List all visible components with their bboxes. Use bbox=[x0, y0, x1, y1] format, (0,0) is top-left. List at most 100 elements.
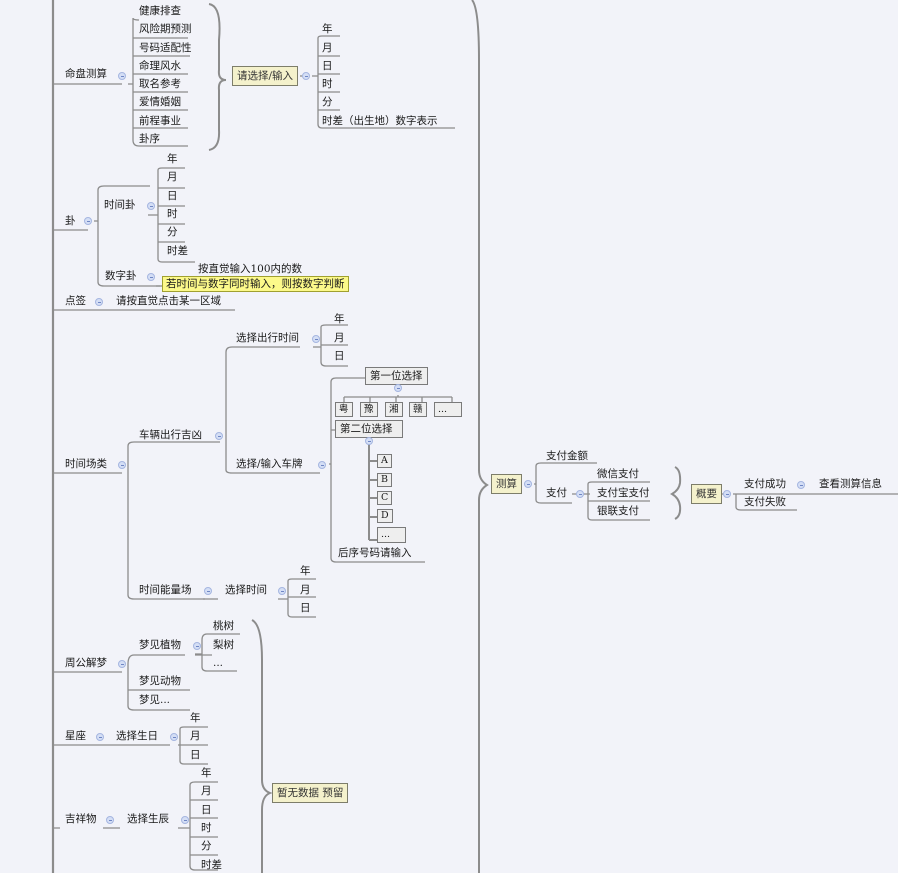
node-pay-amount[interactable]: 支付金额 bbox=[546, 450, 588, 462]
input-month[interactable]: 月 bbox=[322, 42, 333, 54]
pay-alipay[interactable]: 支付宝支付 bbox=[597, 487, 650, 499]
node-dianqian[interactable]: 点签 bbox=[65, 295, 86, 307]
collapse-icon[interactable] bbox=[394, 384, 402, 392]
plate-letter[interactable]: B bbox=[377, 473, 392, 487]
node-item[interactable]: 时差 bbox=[167, 245, 188, 257]
collapse-icon[interactable] bbox=[524, 480, 532, 488]
collapse-icon[interactable] bbox=[204, 587, 212, 595]
node-first-char[interactable]: 第一位选择 bbox=[365, 367, 428, 385]
plate-letter[interactable]: C bbox=[377, 491, 393, 505]
collapse-icon[interactable] bbox=[797, 481, 805, 489]
collapse-icon[interactable] bbox=[147, 202, 155, 210]
collapse-icon[interactable] bbox=[576, 490, 584, 498]
input-day[interactable]: 日 bbox=[322, 60, 333, 72]
node-item[interactable]: 日 bbox=[201, 804, 212, 816]
collapse-icon[interactable] bbox=[318, 461, 326, 469]
node-item[interactable]: 年 bbox=[190, 712, 201, 724]
input-timezone[interactable]: 时差（出生地）数字表示 bbox=[322, 115, 438, 127]
pay-wechat[interactable]: 微信支付 bbox=[597, 468, 639, 480]
node-energy[interactable]: 时间能量场 bbox=[139, 584, 192, 596]
node-item[interactable]: 时差 bbox=[201, 859, 222, 871]
node-view-info[interactable]: 查看测算信息 bbox=[819, 478, 882, 490]
plate-rest-hint[interactable]: 后序号码请输入 bbox=[338, 547, 412, 559]
node-item[interactable]: 月 bbox=[190, 730, 201, 742]
summary-overview[interactable]: 概要 bbox=[691, 484, 722, 504]
collapse-icon[interactable] bbox=[118, 660, 126, 668]
node-gua[interactable]: 卦 bbox=[65, 215, 76, 227]
node-item[interactable]: 日 bbox=[300, 602, 311, 614]
node-time-gua[interactable]: 时间卦 bbox=[104, 199, 136, 211]
node-mascot[interactable]: 吉祥物 bbox=[65, 813, 97, 825]
node-item[interactable]: 时 bbox=[167, 208, 178, 220]
plate-letter[interactable]: ... bbox=[377, 527, 406, 543]
node-item[interactable]: 分 bbox=[167, 226, 178, 238]
collapse-icon[interactable] bbox=[84, 217, 92, 225]
collapse-icon[interactable] bbox=[147, 273, 155, 281]
node-item[interactable]: 取名参考 bbox=[139, 78, 181, 90]
plate-option[interactable]: 粤 bbox=[335, 402, 353, 417]
node-item[interactable]: 月 bbox=[334, 332, 345, 344]
node-item[interactable]: 爱情婚姻 bbox=[139, 96, 181, 108]
input-year[interactable]: 年 bbox=[322, 23, 333, 35]
plate-option[interactable]: ... bbox=[434, 402, 462, 417]
node-item[interactable]: 年 bbox=[300, 565, 311, 577]
node-item[interactable]: 年 bbox=[334, 313, 345, 325]
node-zodiac[interactable]: 星座 bbox=[65, 730, 86, 742]
node-item[interactable]: 卦序 bbox=[139, 133, 160, 145]
node-scene[interactable]: 时间场类 bbox=[65, 458, 107, 470]
node-plate[interactable]: 选择/输入车牌 bbox=[236, 458, 303, 470]
node-item[interactable]: 桃树 bbox=[213, 620, 234, 632]
node-item[interactable]: 梨树 bbox=[213, 639, 234, 651]
node-number-gua[interactable]: 数字卦 bbox=[105, 270, 137, 282]
plate-letter[interactable]: A bbox=[377, 454, 392, 468]
plate-option[interactable]: 湘 bbox=[385, 402, 403, 417]
node-item[interactable]: 命理风水 bbox=[139, 60, 181, 72]
node-item[interactable]: 前程事业 bbox=[139, 115, 181, 127]
node-dream[interactable]: 周公解梦 bbox=[65, 657, 107, 669]
collapse-icon[interactable] bbox=[95, 298, 103, 306]
collapse-icon[interactable] bbox=[365, 437, 373, 445]
node-item[interactable]: 月 bbox=[300, 584, 311, 596]
number-gua-hint[interactable]: 按直觉输入100内的数 bbox=[198, 263, 303, 275]
node-item[interactable]: 风险期预测 bbox=[139, 23, 192, 35]
collapse-icon[interactable] bbox=[106, 816, 114, 824]
node-item[interactable]: ... bbox=[213, 657, 224, 669]
collapse-icon[interactable] bbox=[312, 335, 320, 343]
node-select-birthday[interactable]: 选择生日 bbox=[116, 730, 158, 742]
node-second-char[interactable]: 第二位选择 bbox=[335, 420, 403, 438]
node-item[interactable]: 年 bbox=[201, 767, 212, 779]
node-item[interactable]: 号码适配性 bbox=[139, 42, 192, 54]
node-item[interactable]: 分 bbox=[201, 840, 212, 852]
node-animals[interactable]: 梦见动物 bbox=[139, 675, 181, 687]
node-item[interactable]: 月 bbox=[201, 785, 212, 797]
node-item[interactable]: 日 bbox=[190, 749, 201, 761]
plate-option[interactable]: 豫 bbox=[360, 402, 378, 417]
node-select-time[interactable]: 选择时间 bbox=[225, 584, 267, 596]
collapse-icon[interactable] bbox=[118, 461, 126, 469]
node-pay-fail[interactable]: 支付失败 bbox=[744, 496, 786, 508]
summary-calc[interactable]: 测算 bbox=[491, 474, 522, 494]
collapse-icon[interactable] bbox=[170, 733, 178, 741]
node-vehicle[interactable]: 车辆出行吉凶 bbox=[139, 429, 202, 441]
collapse-icon[interactable] bbox=[118, 72, 126, 80]
collapse-icon[interactable] bbox=[181, 816, 189, 824]
input-hour[interactable]: 时 bbox=[322, 78, 333, 90]
dianqian-hint[interactable]: 请按直觉点击某一区域 bbox=[116, 295, 221, 307]
node-travel-time[interactable]: 选择出行时间 bbox=[236, 332, 299, 344]
node-pay[interactable]: 支付 bbox=[546, 487, 567, 499]
plate-option[interactable]: 赣 bbox=[409, 402, 427, 417]
node-item[interactable]: 年 bbox=[167, 153, 178, 165]
collapse-icon[interactable] bbox=[278, 587, 286, 595]
node-item[interactable]: 日 bbox=[167, 190, 178, 202]
node-more[interactable]: 梦见... bbox=[139, 694, 171, 706]
node-item[interactable]: 健康排查 bbox=[139, 5, 181, 17]
plate-letter[interactable]: D bbox=[377, 509, 393, 523]
input-minute[interactable]: 分 bbox=[322, 96, 333, 108]
summary-select-input[interactable]: 请选择/输入 bbox=[232, 66, 299, 86]
node-plants[interactable]: 梦见植物 bbox=[139, 639, 181, 651]
collapse-icon[interactable] bbox=[723, 490, 731, 498]
collapse-icon[interactable] bbox=[215, 432, 223, 440]
node-select-birth-time[interactable]: 选择生辰 bbox=[127, 813, 169, 825]
node-pay-success[interactable]: 支付成功 bbox=[744, 478, 786, 490]
node-item[interactable]: 月 bbox=[167, 171, 178, 183]
